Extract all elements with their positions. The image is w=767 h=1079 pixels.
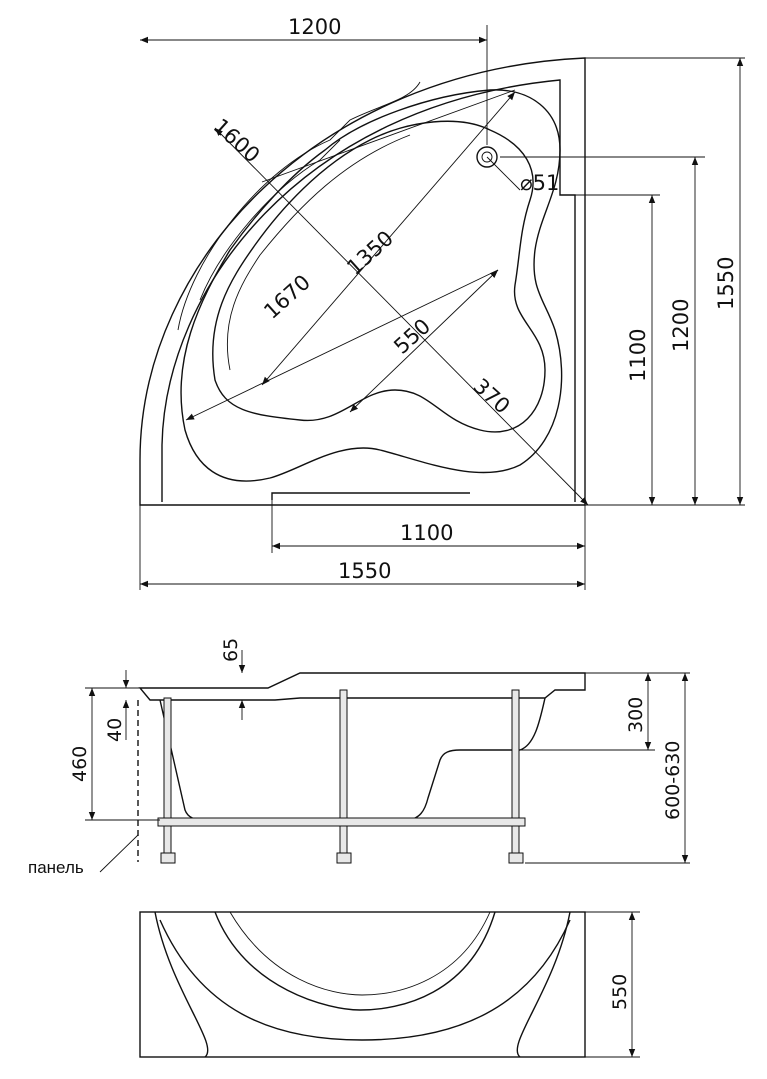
- dim-label-65: 65: [220, 638, 242, 662]
- panel-outline: [139, 911, 586, 1058]
- dim-label-600-630: 600-630: [662, 741, 684, 820]
- panel-curve-left-outer: [154, 911, 209, 1058]
- panel-label: панель: [28, 858, 84, 877]
- foot-left: [160, 852, 176, 864]
- side-body: [159, 697, 546, 821]
- dim-label-460: 460: [69, 746, 91, 782]
- dim-label-1200-v: 1200: [669, 299, 693, 352]
- dim-label-drain: ⌀51: [520, 171, 559, 195]
- dim-line-550: [349, 269, 499, 413]
- panel-curve-rim: [229, 911, 491, 996]
- frame-rail: [157, 817, 526, 827]
- leg-middle: [339, 689, 348, 854]
- leg-left: [163, 697, 172, 854]
- dim-label-1100-v: 1100: [626, 329, 650, 382]
- bath-step-edge: [271, 492, 470, 500]
- dim-label-550-panel: 550: [609, 974, 631, 1010]
- dim-label-300: 300: [625, 697, 647, 733]
- panel-leader: [99, 834, 139, 873]
- dim-label-550: 550: [389, 314, 435, 359]
- side-view: панель 65 40 460 300 600-630: [28, 638, 690, 877]
- dim-label-1550-v: 1550: [714, 257, 738, 310]
- dim-label-370: 370: [469, 374, 515, 419]
- foot-right: [508, 852, 524, 864]
- dim-label-1350: 1350: [342, 226, 398, 280]
- panel-curve-right-outer: [516, 911, 571, 1058]
- dim-label-1600: 1600: [209, 114, 265, 168]
- front-panel-view: 550: [139, 911, 640, 1058]
- dim-label-1200-top: 1200: [288, 15, 341, 39]
- dim-label-1670: 1670: [259, 270, 315, 324]
- leg-right: [511, 689, 520, 854]
- foot-middle: [336, 852, 352, 864]
- panel-curve-inner: [214, 911, 496, 1011]
- bath-armrest-inner: [199, 139, 341, 301]
- panel-curve-outer: [159, 919, 571, 1041]
- side-rim: [138, 672, 586, 701]
- dim-line-1350: [261, 91, 516, 386]
- top-view: 1200 1600 ⌀51 1350 1670 550 370 1100 120…: [139, 15, 745, 590]
- dim-label-1550-h: 1550: [338, 559, 391, 583]
- dim-label-1100-h: 1100: [400, 521, 453, 545]
- drain-leader: [486, 156, 521, 191]
- dim-label-40: 40: [104, 718, 126, 742]
